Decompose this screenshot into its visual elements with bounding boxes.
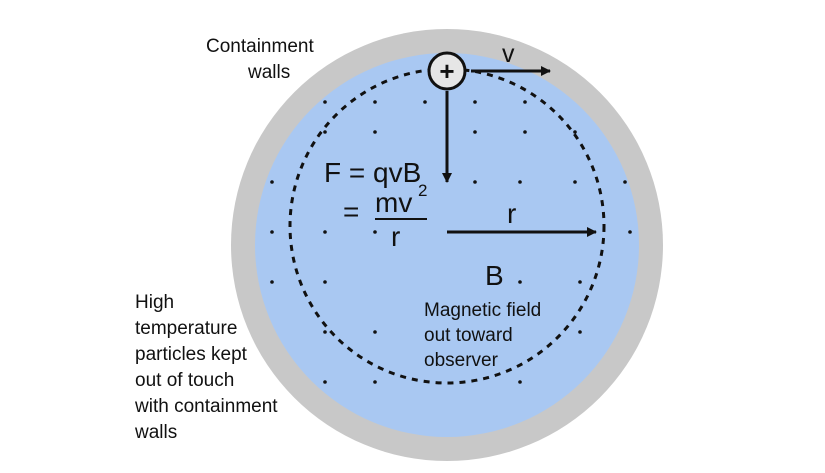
containment-caption-line2: walls <box>247 62 290 83</box>
field-dot <box>323 330 327 334</box>
particles-caption-line4: out of touch <box>135 370 234 391</box>
particles-caption-line2: temperature <box>135 318 237 339</box>
field-dot <box>373 330 377 334</box>
field-dot <box>573 180 577 184</box>
field-dot <box>323 230 327 234</box>
field-dot <box>423 100 427 104</box>
field-dot <box>523 100 527 104</box>
field-dot <box>573 130 577 134</box>
field-symbol: B <box>485 260 504 291</box>
field-description-line1: Magnetic field <box>424 300 541 321</box>
fraction-numerator: mv <box>375 187 412 218</box>
field-dot <box>373 380 377 384</box>
field-dot <box>323 280 327 284</box>
field-dot <box>373 100 377 104</box>
positive-charge: + <box>427 51 467 91</box>
fraction-denominator: r <box>391 221 400 252</box>
field-dot <box>323 380 327 384</box>
field-dot <box>323 130 327 134</box>
field-dot <box>623 180 627 184</box>
field-dot <box>270 230 274 234</box>
fraction-exponent: 2 <box>418 181 427 200</box>
field-dot <box>578 330 582 334</box>
field-dot <box>578 280 582 284</box>
charge-symbol: + <box>439 56 454 86</box>
field-dot <box>518 380 522 384</box>
field-dot <box>518 280 522 284</box>
field-dot <box>628 230 632 234</box>
field-description-line2: out toward <box>424 325 513 346</box>
particles-caption-line6: walls <box>134 422 177 443</box>
field-dot <box>473 100 477 104</box>
particles-caption-line3: particles kept <box>135 344 248 365</box>
field-dot <box>373 230 377 234</box>
particles-caption-line1: High <box>135 292 174 313</box>
field-dot <box>473 180 477 184</box>
field-dot <box>373 130 377 134</box>
magnetic-field-dots <box>270 100 632 384</box>
field-dot <box>473 130 477 134</box>
radius-label: r <box>507 198 516 229</box>
containment-caption-line1: Containment <box>206 36 314 57</box>
field-dot <box>323 100 327 104</box>
field-dot <box>523 130 527 134</box>
force-equation: F = qvB <box>324 157 421 188</box>
equals-sign: = <box>343 196 359 227</box>
particle-orbit <box>288 67 606 385</box>
plasma-region <box>255 53 639 437</box>
field-description-line3: observer <box>424 350 499 371</box>
field-dot <box>270 280 274 284</box>
particles-caption-line5: with containment <box>134 396 278 417</box>
field-dot <box>270 180 274 184</box>
field-dot <box>518 180 522 184</box>
velocity-label: v <box>502 40 515 68</box>
